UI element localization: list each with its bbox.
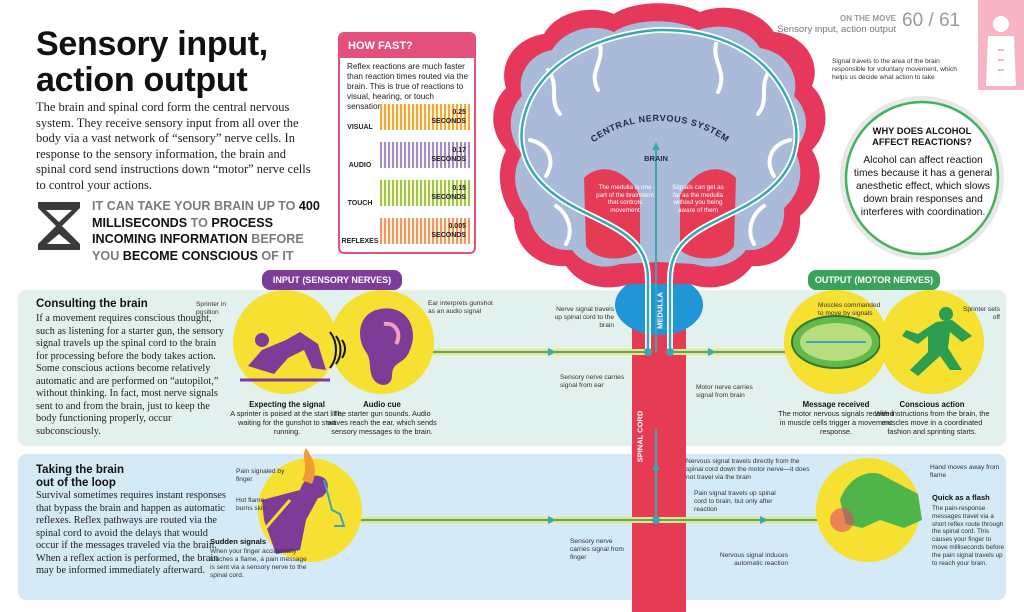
cap3-heading: Message received [802,400,870,409]
sensory-finger-note: Sensory nerve carries signal from finger [570,538,624,561]
how-fast-label: REFLEXES [341,238,379,245]
cap4-body: With instructions from the brain, the mu… [874,409,990,436]
cap2-heading: Audio cue [363,400,401,409]
loop-heading: Taking the brain out of the loop [36,464,124,489]
cap4-heading: Conscious action [899,400,965,409]
loop-heading-line-1: Taking the brain [36,464,124,476]
arm-circle [816,458,922,562]
how-fast-bar [380,142,470,168]
how-fast-label: VISUAL [347,124,373,131]
cap1-heading: Expecting the signal [249,400,325,409]
hot-flame-note: Hot flame burns skin [236,497,267,512]
quote-highlight: become conscious [122,248,258,263]
sprinter-pos-label: Sprinter in position [196,301,227,316]
page-left: 60 [902,10,924,31]
muscle-circle [784,290,888,394]
pull-quote: It can take your brain up to 400 millise… [92,198,322,264]
runner-circle [880,290,984,394]
how-fast-bar [380,218,470,244]
direct-note: Nervous signal travels directly from the… [686,458,810,481]
how-fast-label: AUDIO [348,162,372,169]
sensory-ear-note: Sensory nerve carries signal from ear [560,374,625,389]
pain-finger-note: Pain signaled by finger [236,468,285,483]
alcohol-heading: WHY DOES ALCOHOL AFFECT REACTIONS? [872,126,972,147]
page-numbers: 60 / 61 [902,10,960,32]
cap3-body: The motor nervous signals received in mu… [778,409,894,436]
cap1-body: A sprinter is poised at the start line, … [230,409,344,436]
cns-label: CENTRAL NERVOUS SYSTEM [589,113,731,144]
pain-up-note: Pain signal travels up spinal cord to br… [694,490,776,513]
intro-text: The brain and spinal cord form the centr… [36,100,311,192]
sprinter-circle [233,290,337,394]
how-fast-unit: SECONDS [431,117,466,125]
output-tab [808,270,940,290]
cap2-body: The starter gun sounds. Audio waves reac… [327,409,437,436]
hand-flame-circle [258,448,362,562]
how-fast-unit: SECONDS [431,193,466,201]
how-fast-unit: SECONDS [431,155,466,163]
medulla [615,275,703,335]
title-line-2: action output [36,61,248,99]
how-fast-text: Reflex reactions are much faster than re… [347,62,469,111]
how-fast-bar [380,104,470,130]
muscles-cmd-note: Muscles commanded to move by signals [818,302,881,317]
hourglass-icon [38,202,80,250]
induces-note: Nervous signal induces automatic reactio… [719,552,788,567]
sprinter-off-note: Sprinter sets off [962,306,1000,321]
ear-note: Ear interprets gunshot as an audio signa… [428,300,493,315]
how-fast-bar [380,180,470,206]
sudden-body: When your finger accidentally touches a … [210,548,307,579]
page-title: Sensory input, action output [36,26,336,98]
quote-part: before you [92,232,304,263]
how-fast-label: TOUCH [347,200,373,207]
consulting-heading: Consulting the brain [36,298,148,310]
loop-pathway [341,429,843,523]
hand-away-note: Hand moves away from flame [930,464,1000,479]
alcohol-body: Alcohol can affect reaction times becaus… [853,155,993,218]
ear-circle [329,290,434,394]
top-signal-note: Signal travels to the area of the brain … [832,58,957,81]
page-subtitle: Sensory input, action output [777,24,896,35]
nerve-up-note: Nerve signal travels up spinal cord to t… [554,306,614,329]
output-tab-label: OUTPUT (MOTOR NERVES) [814,275,934,285]
svg-text:CENTRAL NERVOUS SYSTEM: CENTRAL NERVOUS SYSTEM [589,113,732,144]
how-fast-title: HOW FAST? [340,34,474,58]
consulting-body: If a movement requires conscious thought… [36,313,224,437]
quote-highlight: process incoming information [92,215,274,247]
quote-part: of it [261,248,294,263]
cns-label-svg: CENTRAL NERVOUS SYSTEM [589,113,732,144]
sudden-heading: Sudden signals [210,537,267,546]
motor-brain-note: Motor nerve carries signal from brain [696,384,753,399]
section-label: ON THE MOVE [839,14,896,23]
spinal-cord-label: SPINAL CORD [635,410,645,463]
quote-highlight: 400 milliseconds [92,199,320,230]
flash-heading: Quick as a flash [932,493,990,502]
quote-part: to [190,215,208,230]
consulting-pathway [389,26,803,355]
page-sep: / [928,10,934,31]
medulla-note: The medulla is one part of the brainstem… [596,184,654,214]
input-tab [262,270,402,290]
path-arrows [548,142,768,524]
loop-body: Survival sometimes requires instant resp… [36,490,226,576]
quote-part: It can take your brain up to [92,199,296,213]
how-fast-unit: SECONDS [431,231,466,239]
medulla-label: MEDULLA [655,292,665,329]
page-right: 61 [938,10,961,31]
body-icon [978,0,1024,90]
input-tab-label: INPUT (SENSORY NERVES) [272,275,392,285]
signals-note: Signals can get as far as the medulla wi… [672,184,724,214]
brain-label: BRAIN [644,154,668,163]
title-line-1: Sensory input, [36,25,268,63]
flash-body: The pain-response messages travel via a … [932,505,1005,567]
spinal-cord [632,300,686,612]
loop-heading-line-2: out of the loop [36,476,116,489]
